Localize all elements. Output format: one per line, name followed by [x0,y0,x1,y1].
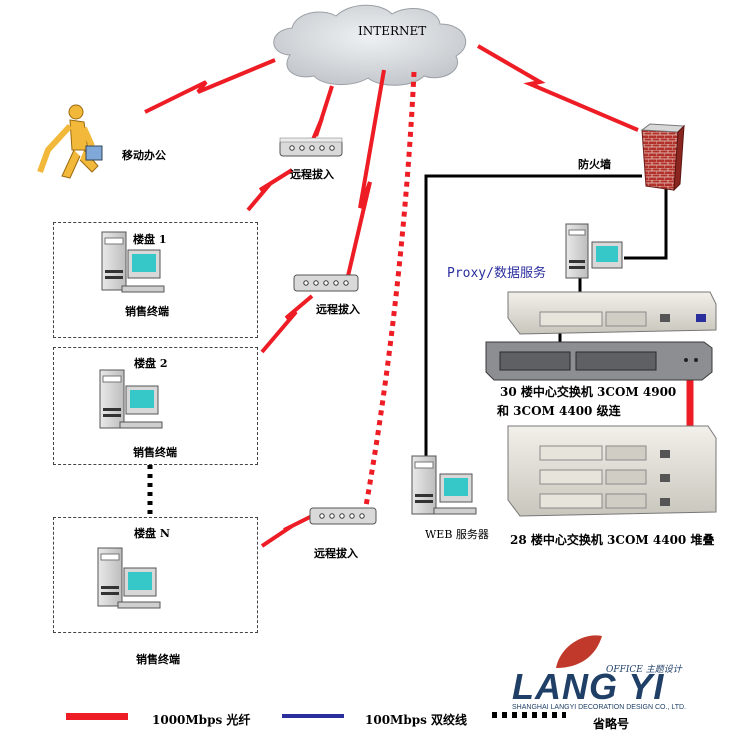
legend-twisted-label: 100Mbps 双绞线 [365,713,468,727]
mobile-office-label: 移动办公 [122,149,166,162]
modem-icon [309,507,377,525]
building-n-label: 楼盘 N [134,527,170,540]
switch-30-label-line1: 30 楼中心交换机 3COM 4900 [500,385,677,399]
modem-icon [279,137,343,157]
logo-name: LANG YI [512,666,665,707]
lightning-dial-1 [310,85,334,143]
workstation-icon [101,231,165,293]
building-2-box [53,347,258,465]
modem-icon [293,274,359,292]
web-server-icon [411,455,477,515]
switch-3com-4400-icon [507,291,717,335]
remote-dial-label-2: 远程拔入 [316,303,360,316]
lightning-mobile [144,58,276,114]
firewall-icon [640,123,686,192]
proxy-server-icon [565,223,623,279]
legend-twisted-swatch [282,714,344,718]
sales-terminal-label-2: 销售终端 [133,446,177,459]
switch-3com-4900-icon [485,341,713,381]
lightning-dial-3-lower [260,514,313,548]
legend-fiber-swatch [66,713,128,720]
logo-tagline: OFFICE 主题设计 [606,665,682,675]
remote-dial-label-1: 远程拔入 [290,168,334,181]
wireless-links [144,44,639,548]
legend-ellipsis-swatch [492,712,566,718]
proxy-label: Proxy/数据服务 [447,266,546,281]
building-2-label: 楼盘 2 [134,357,168,370]
internet-cloud [273,4,467,86]
lightning-dial-2 [346,69,386,277]
lightning-dial-2-lower [260,294,314,354]
building-n-box [53,517,258,633]
legend-fiber-label: 1000Mbps 光纤 [152,713,251,727]
building-1-box [53,222,258,338]
fiber-dotted-link [363,71,417,507]
logo-subtitle: SHANGHAI LANGYI DECORATION DESIGN CO., L… [512,704,686,711]
switch-30-label-line2: 和 3COM 4400 级连 [497,404,621,418]
switch-28-label: 28 楼中心交换机 3COM 4400 堆叠 [510,533,715,547]
sales-terminal-label-1: 销售终端 [125,305,169,318]
wire-firewall-web [424,174,642,464]
lightning-dial-1-lower [246,168,294,212]
mobile-worker-icon [37,104,103,179]
switch-stack-icon [507,425,717,517]
wire-firewall-proxy [624,184,668,260]
workstation-icon [99,369,163,429]
internet-label: INTERNET [358,24,427,38]
sales-terminal-label-n: 销售终端 [136,653,180,666]
lightning-firewall [476,44,639,132]
remote-dial-label-3: 远程拔入 [314,547,358,560]
building-1-label: 楼盘 1 [133,233,167,246]
workstation-icon [97,547,161,609]
firewall-label: 防火墙 [578,158,611,171]
legend-ellipsis-label: 省略号 [593,717,630,731]
logo-leaf-icon [556,635,602,668]
web-server-label: WEB 服务器 [425,528,489,541]
